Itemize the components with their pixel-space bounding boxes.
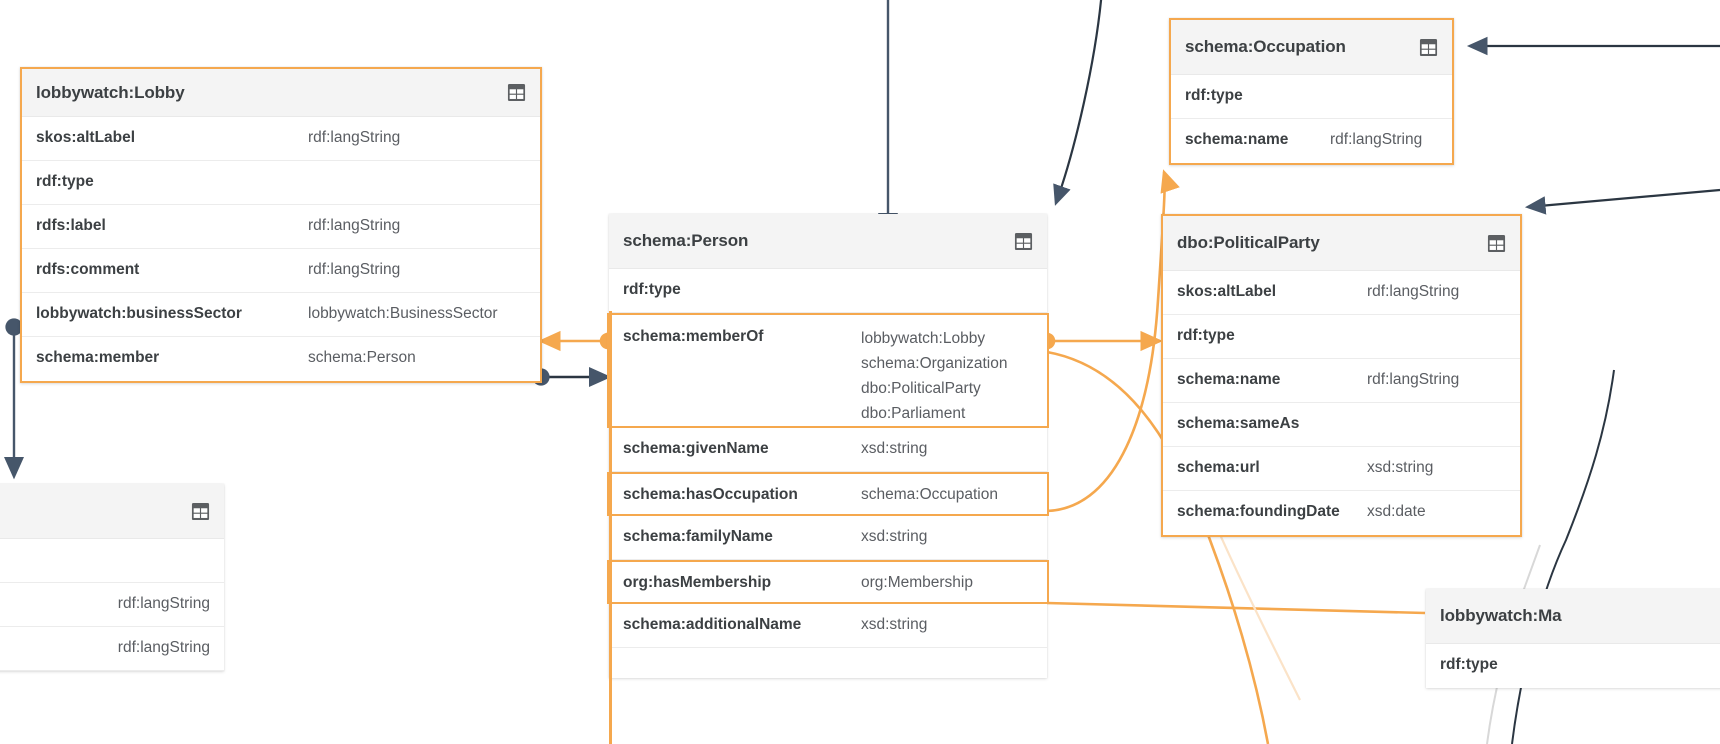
property-row[interactable]: rdfs:comment rdf:langString bbox=[22, 249, 540, 293]
property-key: rdfs:comment bbox=[36, 261, 140, 278]
card-partial-bottom-left[interactable]: rdf:langString rdf:langString bbox=[0, 484, 224, 671]
property-value: rdf:langString bbox=[1367, 371, 1460, 388]
property-value: rdf:langString bbox=[308, 217, 401, 234]
property-row[interactable]: rdf:type bbox=[1426, 644, 1720, 688]
property-key: skos:altLabel bbox=[36, 129, 136, 146]
property-key: rdf:type bbox=[1440, 656, 1498, 673]
table-grid-icon[interactable] bbox=[191, 502, 210, 521]
card-header[interactable]: lobbywatch:Ma bbox=[1426, 589, 1720, 644]
property-value: schema:Person bbox=[308, 349, 416, 366]
property-value: rdf:langString bbox=[308, 129, 401, 146]
property-row[interactable]: schema:url xsd:string bbox=[1163, 447, 1520, 491]
property-value: rdf:langString bbox=[308, 261, 401, 278]
property-row[interactable]: skos:altLabel rdf:langString bbox=[1163, 271, 1520, 315]
property-value: org:Membership bbox=[861, 574, 973, 591]
property-row-memberOf[interactable]: schema:memberOf lobbywatch:Lobby schema:… bbox=[607, 313, 1049, 428]
property-value: dbo:PoliticalParty bbox=[861, 380, 981, 397]
property-key: rdfs:label bbox=[36, 217, 106, 234]
property-row[interactable]: skos:altLabel rdf:langString bbox=[22, 117, 540, 161]
table-grid-icon[interactable] bbox=[507, 83, 526, 102]
property-row[interactable]: rdf:type bbox=[609, 269, 1047, 313]
card-schema-person[interactable]: schema:Person rdf:type schema:memberOf l… bbox=[607, 214, 1049, 678]
property-row[interactable]: rdf:langString bbox=[0, 583, 224, 627]
property-key: schema:additionalName bbox=[623, 616, 802, 633]
property-key: schema:memberOf bbox=[623, 328, 764, 345]
property-row[interactable]: schema:additionalName xsd:string bbox=[609, 604, 1047, 648]
card-title: lobbywatch:Ma bbox=[1440, 606, 1562, 625]
property-value: rdf:langString bbox=[117, 595, 210, 612]
property-value: lobbywatch:BusinessSector bbox=[308, 305, 498, 322]
property-value: rdf:langString bbox=[1367, 283, 1460, 300]
property-key: schema:name bbox=[1177, 371, 1281, 388]
property-row-hasOccupation[interactable]: schema:hasOccupation schema:Occupation bbox=[607, 472, 1049, 516]
property-value: lobbywatch:Lobby bbox=[861, 330, 986, 347]
property-row[interactable] bbox=[609, 648, 1047, 678]
property-row[interactable]: schema:member schema:Person bbox=[22, 337, 540, 381]
property-value: rdf:langString bbox=[117, 639, 210, 656]
property-key: org:hasMembership bbox=[623, 574, 772, 591]
property-row[interactable]: schema:givenName xsd:string bbox=[609, 428, 1047, 472]
property-key: schema:givenName bbox=[623, 440, 769, 457]
property-row[interactable]: schema:sameAs bbox=[1163, 403, 1520, 447]
property-value: xsd:string bbox=[861, 616, 928, 633]
property-value-list: lobbywatch:Lobby schema:Organization dbo… bbox=[861, 326, 1007, 426]
property-row[interactable]: schema:name rdf:langString bbox=[1163, 359, 1520, 403]
property-value: xsd:date bbox=[1367, 503, 1426, 520]
card-title: schema:Occupation bbox=[1185, 37, 1346, 56]
table-grid-icon[interactable] bbox=[1487, 234, 1506, 253]
property-key: schema:foundingDate bbox=[1177, 503, 1340, 520]
property-key: rdf:type bbox=[36, 173, 94, 190]
property-row[interactable]: rdf:type bbox=[1163, 315, 1520, 359]
property-row[interactable]: rdf:type bbox=[22, 161, 540, 205]
property-value: xsd:string bbox=[1367, 459, 1434, 476]
card-header[interactable]: lobbywatch:Lobby bbox=[22, 69, 540, 117]
property-key: skos:altLabel bbox=[1177, 283, 1277, 300]
property-key: schema:url bbox=[1177, 459, 1260, 476]
table-grid-icon[interactable] bbox=[1014, 232, 1033, 251]
card-lobbywatch-mandate[interactable]: lobbywatch:Ma rdf:type bbox=[1426, 589, 1720, 688]
property-key: schema:member bbox=[36, 349, 160, 366]
card-header[interactable] bbox=[0, 484, 224, 539]
property-row[interactable]: lobbywatch:businessSector lobbywatch:Bus… bbox=[22, 293, 540, 337]
property-row[interactable]: rdfs:label rdf:langString bbox=[22, 205, 540, 249]
card-title: lobbywatch:Lobby bbox=[36, 82, 185, 102]
property-value: schema:Organization bbox=[861, 355, 1008, 372]
card-title: schema:Person bbox=[623, 231, 749, 250]
property-key: rdf:type bbox=[1185, 87, 1243, 104]
property-row-hasMembership[interactable]: org:hasMembership org:Membership bbox=[607, 560, 1049, 604]
card-header[interactable]: dbo:PoliticalParty bbox=[1163, 216, 1520, 271]
property-value: xsd:string bbox=[861, 528, 928, 545]
property-key: rdf:type bbox=[1177, 327, 1235, 344]
property-key: schema:name bbox=[1185, 131, 1289, 148]
property-row[interactable] bbox=[0, 539, 224, 583]
card-header[interactable]: schema:Occupation bbox=[1171, 20, 1452, 75]
card-dbo-politicalparty[interactable]: dbo:PoliticalParty skos:altLabel rdf:lan… bbox=[1161, 214, 1522, 537]
card-header[interactable]: schema:Person bbox=[609, 214, 1047, 269]
property-row[interactable]: rdf:type bbox=[1171, 75, 1452, 119]
property-row[interactable]: rdf:langString bbox=[0, 627, 224, 671]
person-card-left-rail bbox=[609, 311, 612, 744]
property-row[interactable]: schema:foundingDate xsd:date bbox=[1163, 491, 1520, 535]
property-key: schema:sameAs bbox=[1177, 415, 1300, 432]
property-value: dbo:Parliament bbox=[861, 405, 966, 422]
property-key: lobbywatch:businessSector bbox=[36, 305, 242, 322]
table-grid-icon[interactable] bbox=[1419, 38, 1438, 57]
card-title: dbo:PoliticalParty bbox=[1177, 233, 1320, 252]
property-value: schema:Occupation bbox=[861, 486, 998, 503]
card-schema-occupation[interactable]: schema:Occupation rdf:type schema:name r… bbox=[1169, 18, 1454, 165]
property-row[interactable]: schema:familyName xsd:string bbox=[609, 516, 1047, 560]
property-row[interactable]: schema:name rdf:langString bbox=[1171, 119, 1452, 163]
property-key: schema:familyName bbox=[623, 528, 773, 545]
property-key: rdf:type bbox=[623, 281, 681, 298]
property-value: rdf:langString bbox=[1330, 131, 1423, 148]
property-value: xsd:string bbox=[861, 440, 928, 457]
property-key: schema:hasOccupation bbox=[623, 486, 798, 503]
card-lobbywatch-lobby[interactable]: lobbywatch:Lobby skos:altLabel rdf:langS… bbox=[20, 67, 542, 383]
